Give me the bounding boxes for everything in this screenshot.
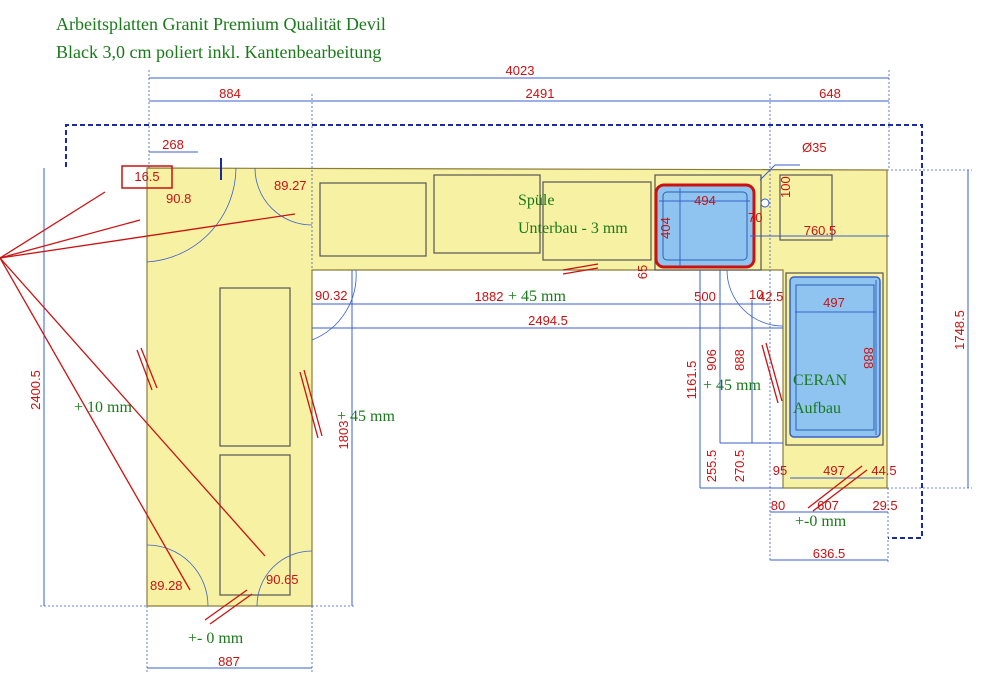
dim-right-depth-1161: 1161.5	[684, 361, 699, 400]
cooktop-inner	[795, 284, 875, 431]
dim-bottom-44: 44.5	[871, 463, 896, 478]
cabinet-top-2	[433, 174, 541, 254]
dim-cooktop-depth: 888	[861, 347, 876, 369]
dim-right-depth-888: 888	[732, 349, 747, 371]
sink-inner	[662, 191, 748, 261]
arc-right-inner	[726, 269, 784, 327]
note-middle-edge: + 45 mm	[337, 408, 395, 425]
arc-bottom-left	[146, 544, 209, 607]
dim-cooktop-width: 497	[823, 295, 845, 310]
cabinet-top-1	[319, 182, 427, 257]
arc-top-inner	[254, 167, 313, 226]
dimension-lines	[40, 70, 972, 672]
angle-top-inner: 89.27	[274, 178, 307, 193]
cabinet-top-3	[542, 181, 652, 261]
note-inner-top-edge: + 45 mm	[508, 288, 566, 305]
dim-sink-depth: 404	[658, 217, 673, 239]
cabinet-left-1	[219, 287, 291, 447]
angle-bottom-left: 89.28	[150, 578, 183, 593]
dim-bottom-95: 95	[773, 463, 787, 478]
cabinet-left-2	[219, 454, 291, 596]
dim-bottom-887: 887	[218, 654, 240, 669]
dim-span-500: 500	[694, 289, 716, 304]
dim-left-depth: 2400.5	[28, 370, 43, 410]
dim-total-depth-right: 1748.5	[952, 310, 967, 350]
note-cooktop: CERAN	[793, 372, 848, 389]
note-sink: Spüle	[518, 192, 554, 209]
dim-bottom-29: 29.5	[872, 498, 897, 513]
dim-depth-270: 270.5	[732, 450, 747, 483]
wall-outline	[65, 124, 923, 539]
edge-marks	[0, 191, 868, 625]
note-right-inner-edge: + 45 mm	[703, 377, 761, 394]
angle-top-left: 90.8	[166, 191, 191, 206]
note-left-edge: + 10 mm	[74, 399, 132, 416]
note-sink-mount: Unterbau - 3 mm	[518, 220, 628, 237]
dim-right-depth-906: 906	[704, 349, 719, 371]
dim-corner-offset: 268	[162, 137, 184, 152]
angle-bottom-right: 90.65	[266, 572, 299, 587]
dim-span-10: 10	[749, 287, 763, 302]
dim-sink-front-gap: 65	[635, 265, 650, 279]
note-cooktop-mount: Aufbau	[793, 400, 841, 417]
note-bottom-right-edge: +-0 mm	[795, 513, 847, 530]
title-line-1: Arbeitsplatten Granit Premium Qualität D…	[56, 14, 386, 34]
dim-middle-width: 2491	[526, 86, 555, 101]
arc-bottom-right	[256, 550, 313, 607]
arc-inner-corner	[311, 269, 357, 341]
dim-bottom-80: 80	[771, 498, 785, 513]
dim-bottom-497: 497	[823, 463, 845, 478]
dim-inner-span-1882: 1882	[475, 289, 504, 304]
dim-bottom-636: 636.5	[813, 546, 846, 561]
dim-right-width: 648	[819, 86, 841, 101]
title-line-2: Black 3,0 cm poliert inkl. Kantenbearbei…	[56, 42, 382, 62]
corner-highlight-box	[121, 165, 173, 189]
cabinet-top-5	[779, 174, 833, 241]
note-bottom-left-edge: +- 0 mm	[188, 630, 244, 647]
tap-hole	[760, 198, 770, 208]
dim-depth-255: 255.5	[704, 450, 719, 483]
dim-left-width: 884	[219, 86, 241, 101]
dim-corner-small: 16.5	[134, 169, 159, 184]
dim-total-width: 4023	[506, 63, 535, 78]
cooktop-cutout	[789, 276, 881, 438]
dim-hole-diameter: Ø35	[802, 140, 827, 155]
dim-span-42: 42.5	[758, 289, 783, 304]
arc-top-left	[146, 167, 237, 263]
angle-inner-corner: 90.32	[315, 288, 348, 303]
dim-sink-offset: 760.5	[804, 223, 837, 238]
dim-sink-gap: 70	[748, 210, 762, 225]
dim-middle-depth: 1803	[336, 421, 351, 450]
dim-bottom-607: 607	[817, 498, 839, 513]
dim-hole-offset: 100	[778, 176, 793, 198]
dim-sink-width: 494	[694, 193, 716, 208]
dim-inner-span-2494: 2494.5	[528, 313, 568, 328]
